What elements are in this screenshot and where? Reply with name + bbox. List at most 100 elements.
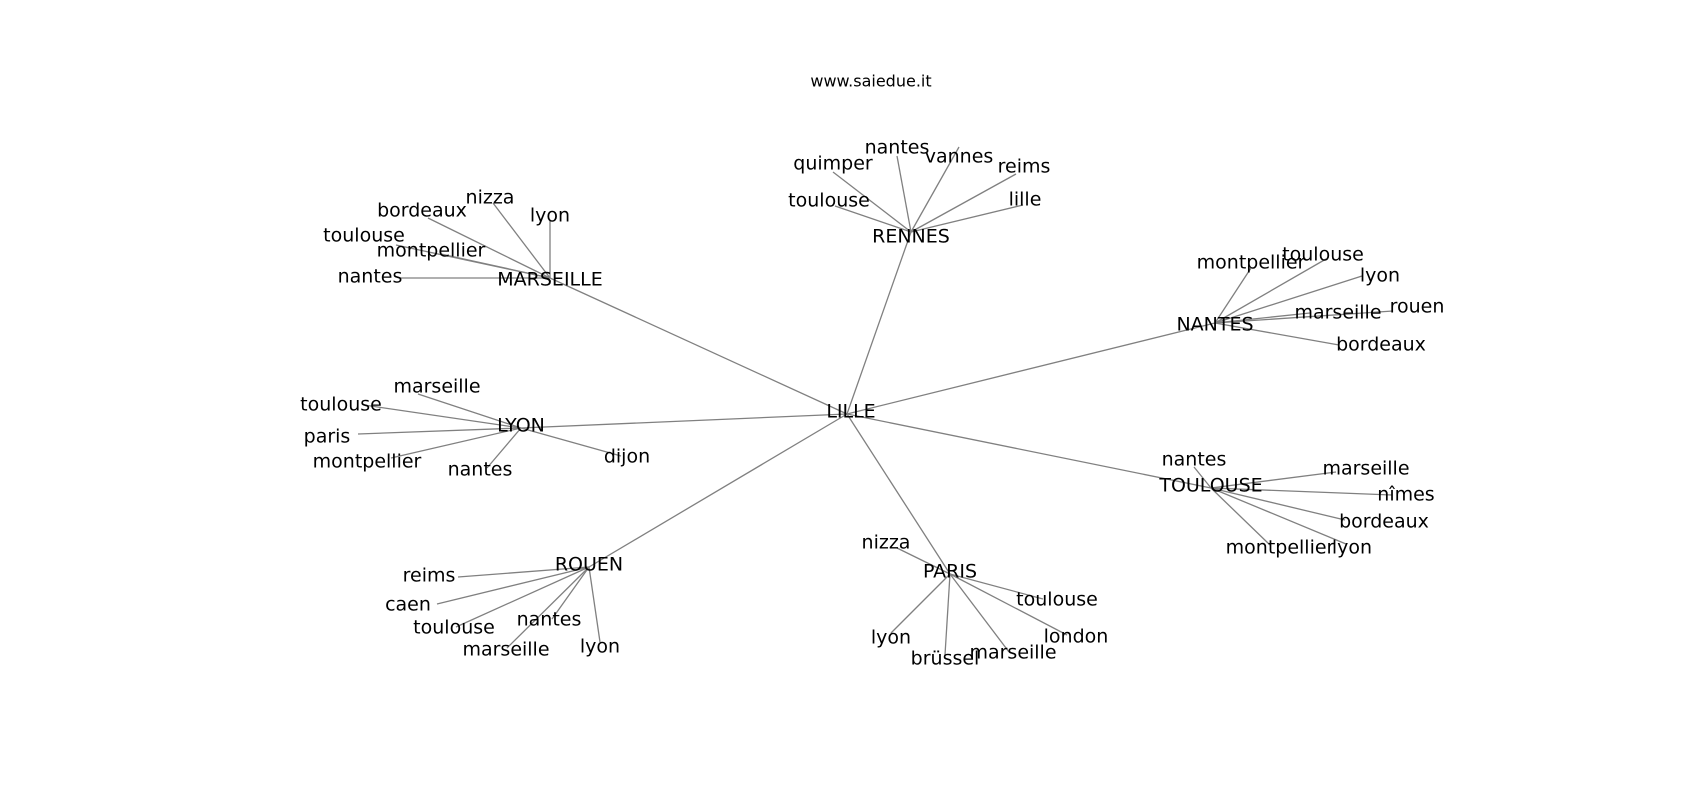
edge-lyon-to-toulouse: [363, 404, 522, 429]
edge-rennes-to-quimper: [832, 171, 912, 233]
leaf-node-rouen-4: marseille: [462, 639, 549, 661]
leaf-node-toulouse-0: nantes: [1162, 449, 1227, 471]
leaf-node-toulouse-5: lyon: [1332, 537, 1372, 559]
edge-rennes-to-lille: [910, 204, 1024, 233]
leaf-node-paris-2: lyon: [871, 627, 911, 649]
edge-root-to-paris: [846, 413, 951, 575]
edge-root-to-rouen: [588, 413, 848, 568]
leaf-node-marseille-1: bordeaux: [377, 200, 467, 222]
leaf-node-paris-0: nizza: [862, 532, 911, 554]
edge-lyon-to-nantes: [486, 427, 522, 469]
edge-nantes-to-bordeaux: [1214, 322, 1340, 346]
hub-node-toulouse: TOULOUSE: [1158, 475, 1262, 497]
edge-root-to-rennes: [846, 231, 912, 415]
edge-toulouse-to-marseille: [1210, 471, 1337, 489]
diagram-title: www.saiedue.it: [810, 72, 931, 91]
leaf-node-rennes-3: reims: [998, 156, 1051, 178]
edge-rouen-to-toulouse: [455, 566, 590, 628]
edge-rouen-to-reims: [457, 566, 590, 578]
edge-rennes-to-vannes: [910, 146, 960, 233]
leaf-node-nantes-0: montpellier: [1197, 252, 1306, 274]
edge-toulouse-to-lyon: [1210, 487, 1347, 545]
edge-paris-to-lyon: [890, 573, 951, 634]
edge-toulouse-to-montpellier: [1210, 487, 1271, 546]
hub-node-lyon: LYON: [497, 415, 545, 437]
edge-root-to-marseille: [549, 277, 848, 415]
leaf-node-lyon-0: marseille: [393, 376, 480, 398]
leaf-node-toulouse-1: marseille: [1322, 458, 1409, 480]
leaf-node-rennes-2: vannes: [925, 146, 994, 168]
edge-nantes-to-montpellier: [1214, 267, 1252, 324]
edge-paris-to-brüssel: [944, 573, 951, 656]
leaf-node-paris-5: marseille: [969, 642, 1056, 664]
edge-paris-to-london: [949, 573, 1068, 636]
leaf-node-marseille-4: montpellier: [377, 240, 486, 262]
leaf-node-rouen-1: caen: [385, 594, 431, 616]
leaf-node-rennes-0: quimper: [793, 153, 873, 175]
leaf-node-toulouse-4: montpellier: [1226, 537, 1335, 559]
edge-paris-to-toulouse: [949, 573, 1044, 600]
leaf-node-nantes-3: marseille: [1294, 302, 1381, 324]
leaf-node-paris-4: brüssel: [911, 648, 980, 670]
edge-paris-to-nizza: [896, 547, 951, 575]
edge-rennes-to-toulouse: [834, 205, 912, 233]
leaf-node-lyon-5: dijon: [604, 446, 650, 468]
edge-nantes-to-toulouse: [1214, 258, 1327, 324]
leaf-node-rouen-0: reims: [403, 565, 456, 587]
edges-layer: [357, 146, 1394, 656]
leaf-node-lyon-1: toulouse: [300, 394, 382, 416]
edge-rouen-to-lyon: [588, 566, 601, 643]
leaf-node-rennes-4: toulouse: [788, 190, 870, 212]
leaf-node-rennes-5: lille: [1009, 189, 1042, 211]
edge-rouen-to-caen: [436, 566, 590, 605]
hub-node-marseille: MARSEILLE: [497, 269, 602, 291]
edge-paris-to-marseille: [949, 573, 1010, 653]
edge-toulouse-to-nantes: [1193, 466, 1212, 489]
leaf-node-paris-1: toulouse: [1016, 589, 1098, 611]
edge-marseille-to-nizza: [492, 202, 551, 279]
root-node-label: LILLE: [826, 401, 875, 423]
hub-node-rouen: ROUEN: [555, 554, 623, 576]
hub-node-rennes: RENNES: [872, 226, 950, 248]
hub-node-paris: PARIS: [923, 561, 977, 583]
edge-root-to-toulouse: [846, 413, 1212, 489]
edge-marseille-to-montpellier: [440, 253, 551, 279]
leaf-node-toulouse-2: nîmes: [1377, 484, 1434, 506]
leaf-node-marseille-2: lyon: [530, 205, 570, 227]
hub-node-nantes: NANTES: [1176, 314, 1253, 336]
edge-rennes-to-nantes: [896, 155, 912, 233]
edge-nantes-to-rouen: [1214, 310, 1394, 324]
edge-rouen-to-marseille: [506, 566, 590, 649]
edge-root-to-nantes: [846, 322, 1216, 415]
edge-lyon-to-marseille: [417, 393, 522, 429]
leaf-node-rouen-3: nantes: [517, 609, 582, 631]
leaf-node-lyon-3: montpellier: [313, 451, 422, 473]
leaf-node-rennes-1: nantes: [865, 137, 930, 159]
edge-toulouse-to-nîmes: [1210, 487, 1393, 496]
edge-marseille-to-bordeaux: [427, 217, 551, 279]
edge-toulouse-to-bordeaux: [1210, 487, 1346, 521]
leaf-node-nantes-1: toulouse: [1282, 244, 1364, 266]
leaf-node-rouen-5: lyon: [580, 636, 620, 658]
edge-lyon-to-montpellier: [390, 427, 522, 459]
leaf-node-toulouse-3: bordeaux: [1339, 511, 1429, 533]
leaf-node-nantes-4: rouen: [1390, 296, 1445, 318]
leaf-node-marseille-3: toulouse: [323, 225, 405, 247]
leaf-node-nantes-2: lyon: [1360, 265, 1400, 287]
edge-rennes-to-reims: [910, 173, 1017, 233]
leaf-node-lyon-4: nantes: [448, 459, 513, 481]
edge-root-to-lyon: [520, 413, 848, 429]
leaf-node-nantes-5: bordeaux: [1336, 334, 1426, 356]
leaf-node-marseille-0: nizza: [466, 187, 515, 209]
edge-rouen-to-nantes: [551, 566, 590, 620]
leaf-node-lyon-2: paris: [304, 426, 351, 448]
edge-lyon-to-dijon: [520, 427, 622, 457]
edge-nantes-to-lyon: [1214, 275, 1363, 324]
leaf-node-rouen-2: toulouse: [413, 617, 495, 639]
leaf-node-paris-3: london: [1044, 626, 1109, 648]
edge-lyon-to-paris: [357, 427, 522, 435]
leaf-node-marseille-5: nantes: [338, 266, 403, 288]
